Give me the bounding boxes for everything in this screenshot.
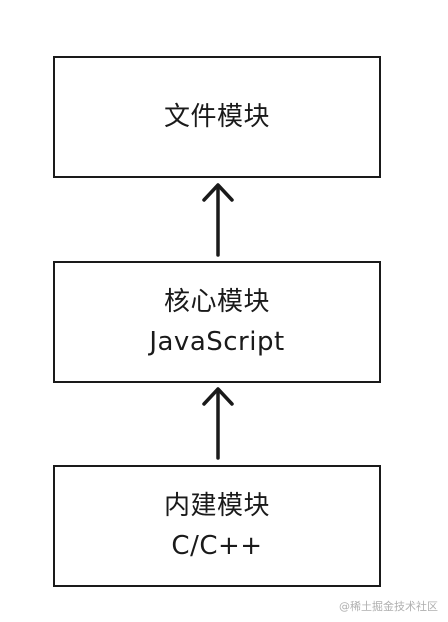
watermark-text: @稀土掘金技术社区 — [339, 600, 438, 613]
core-module-language: JavaScript — [149, 327, 285, 357]
core-module-box: 核心模块 JavaScript — [53, 261, 381, 383]
file-module-label: 文件模块 — [163, 102, 270, 132]
builtin-module-label: 内建模块 — [163, 491, 270, 521]
arrow-core-to-file — [202, 183, 234, 257]
core-module-label: 核心模块 — [163, 287, 270, 317]
file-module-box: 文件模块 — [53, 56, 381, 178]
builtin-module-box: 内建模块 C/C++ — [53, 465, 381, 587]
arrow-builtin-to-core — [202, 387, 234, 460]
builtin-module-language: C/C++ — [171, 531, 263, 561]
